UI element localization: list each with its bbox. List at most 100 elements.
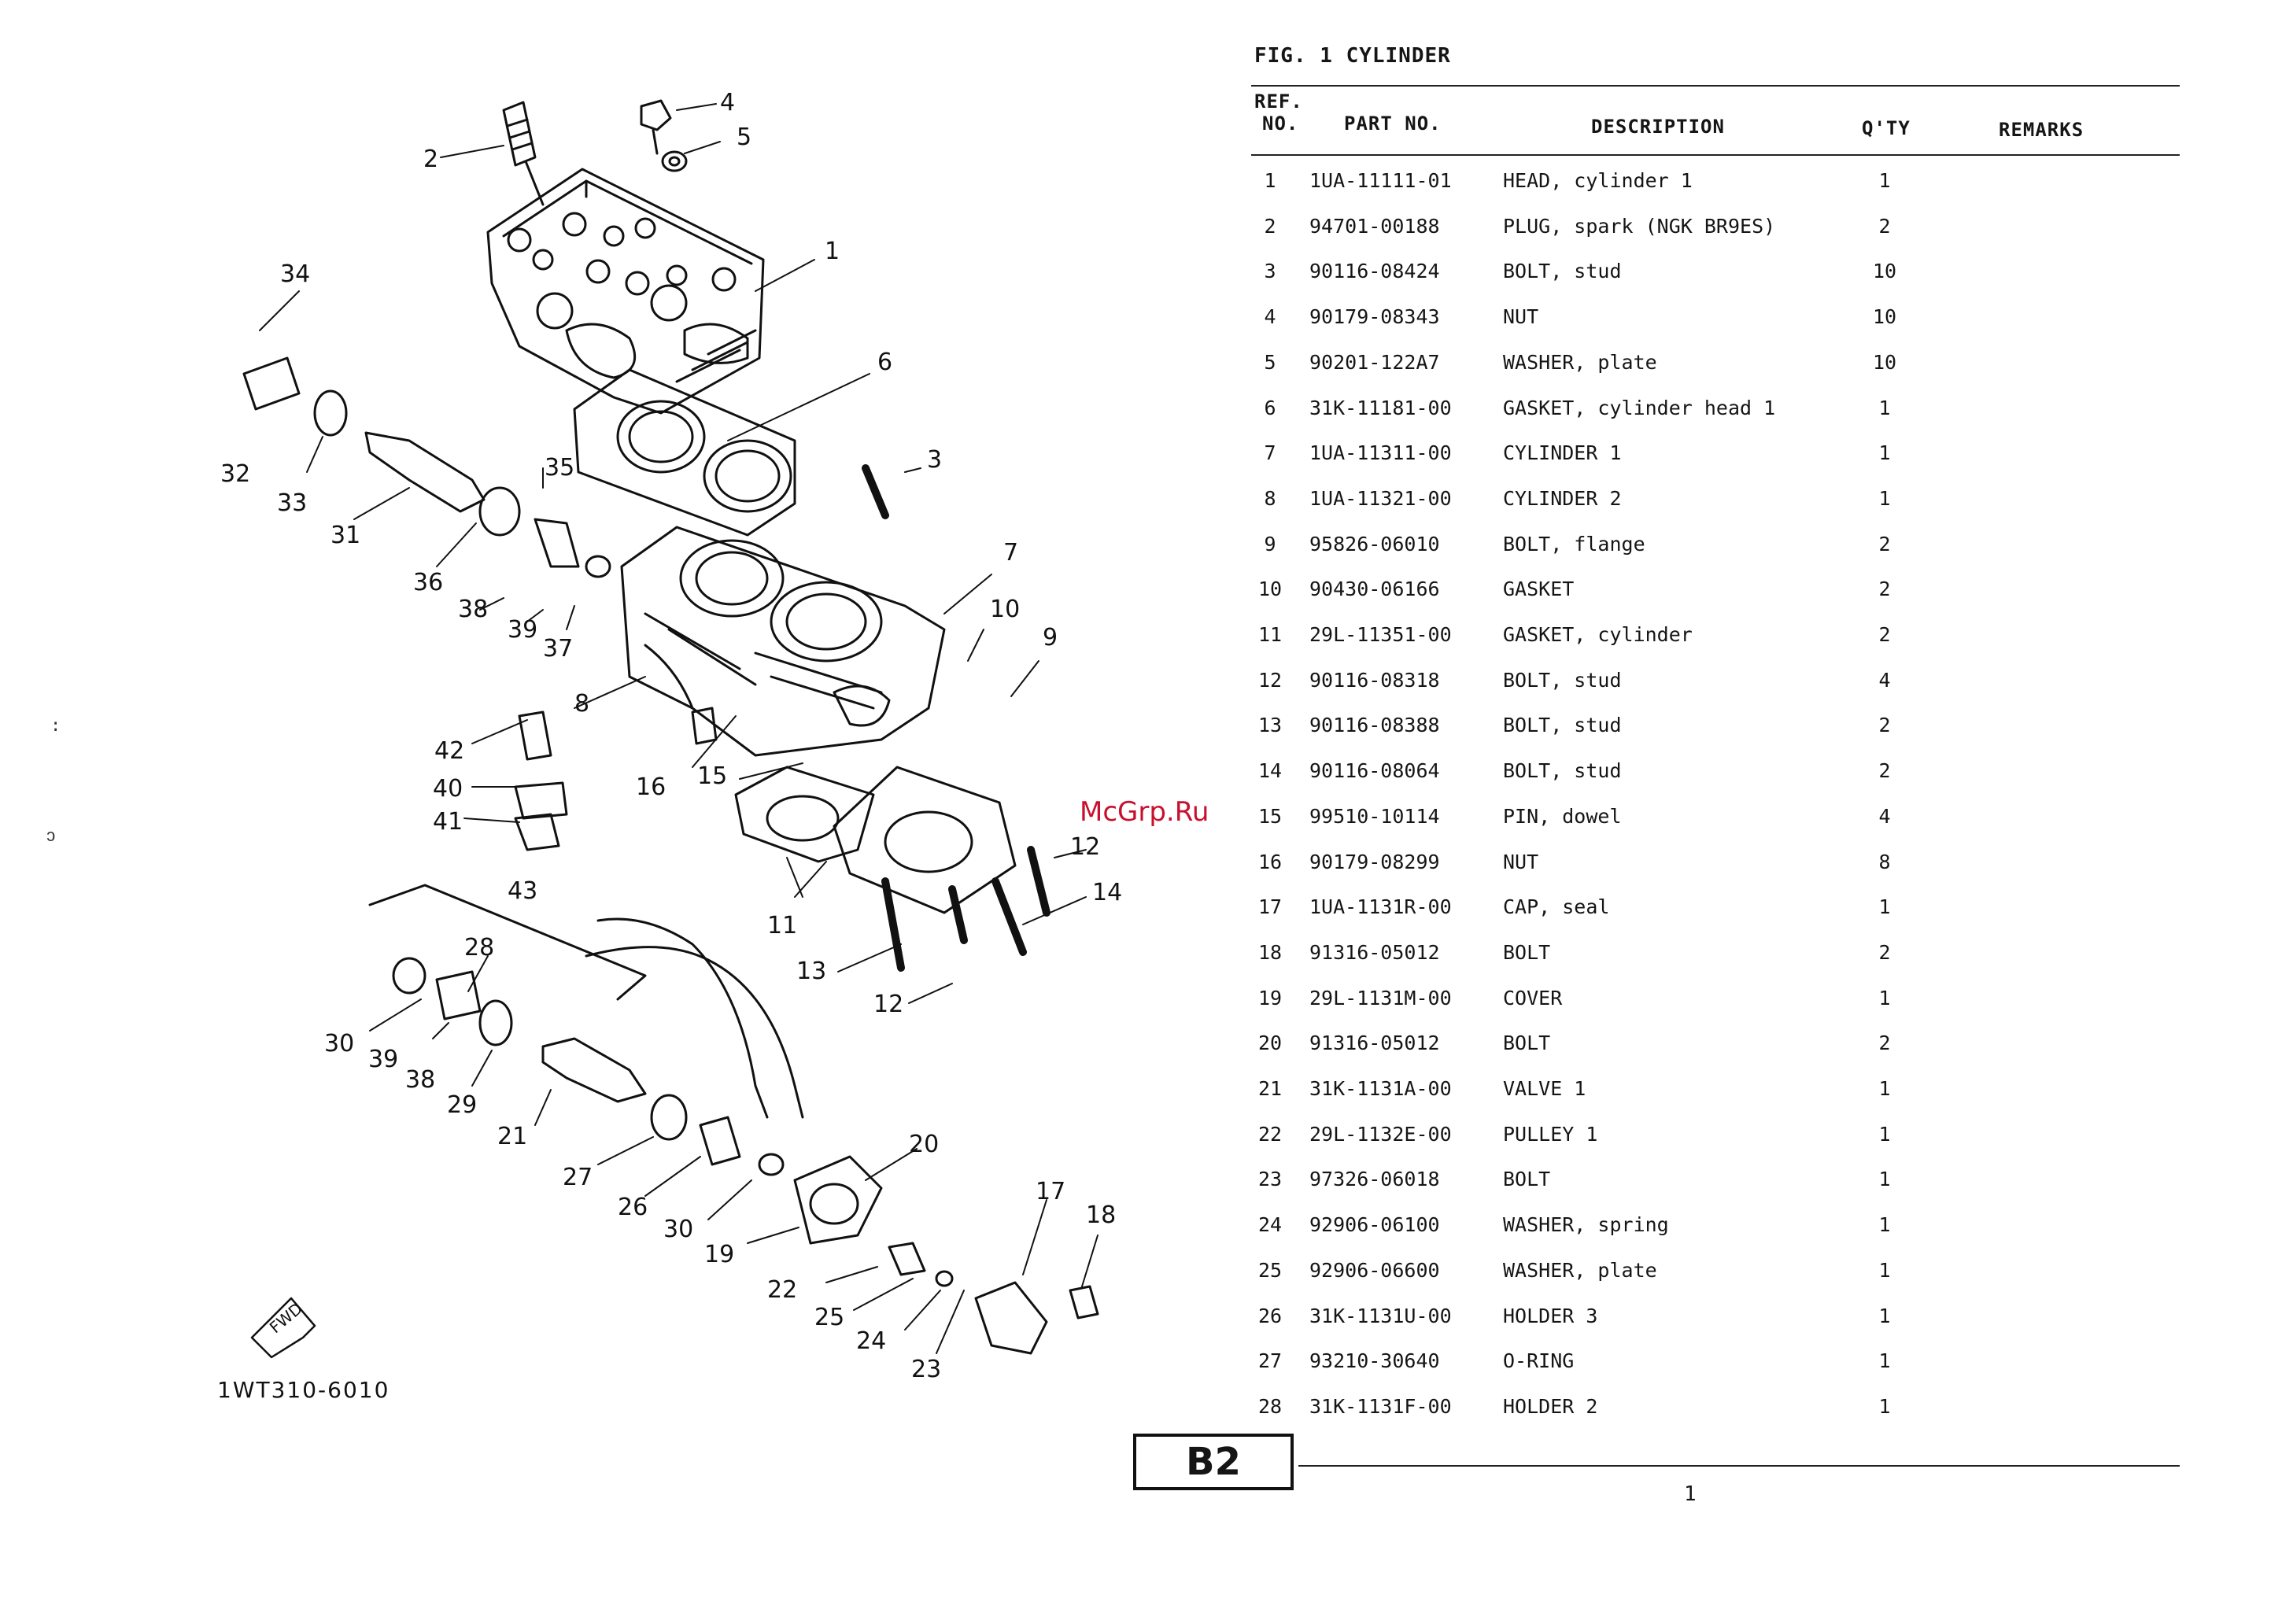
head-gasket-drawing — [573, 368, 796, 537]
cell-qty: 1 — [1878, 1349, 1891, 1373]
callout-12a: 12 — [1070, 833, 1101, 861]
cell-part-no: 29L-1132E-00 — [1309, 1122, 1452, 1146]
cell-qty: 2 — [1878, 623, 1891, 646]
cell-qty: 2 — [1878, 214, 1891, 238]
cell-qty: 2 — [1878, 714, 1891, 737]
cell-ref: 28 — [1257, 1394, 1283, 1418]
fwd-arrow-icon — [250, 1297, 316, 1359]
fig-title: FIG. 1 CYLINDER — [1254, 44, 1451, 68]
cell-qty: 1 — [1878, 986, 1891, 1009]
header-part-no: PART NO. — [1344, 113, 1442, 135]
header-rule-bottom — [1251, 154, 2180, 156]
cell-description: PLUG, spark (NGK BR9ES) — [1503, 214, 1776, 238]
cell-ref: 8 — [1264, 486, 1276, 510]
upper-valve-drawing — [242, 356, 611, 578]
callout-32: 32 — [220, 460, 251, 488]
drawing-code: 1WT310-6010 — [217, 1377, 390, 1403]
header-qty: Q'TY — [1862, 117, 1911, 139]
cell-description: BOLT, stud — [1503, 759, 1622, 783]
table-row: 11 29L-11351-00 GASKET, cylinder 2 — [1251, 623, 2180, 667]
cell-part-no: 90116-08064 — [1309, 759, 1440, 783]
callout-16: 16 — [636, 773, 666, 801]
cell-part-no: 92906-06600 — [1309, 1258, 1440, 1282]
cell-part-no: 90179-08343 — [1309, 305, 1440, 329]
cylinder-block-drawing — [620, 526, 946, 757]
cell-description: BOLT — [1503, 1168, 1551, 1191]
cell-ref: 26 — [1257, 1304, 1283, 1327]
footer-rule — [1298, 1465, 2180, 1467]
callout-21: 21 — [497, 1123, 528, 1150]
cell-description: HOLDER 3 — [1503, 1304, 1598, 1327]
cell-ref: 11 — [1257, 623, 1283, 646]
callout-19: 19 — [704, 1241, 735, 1268]
cell-part-no: 90116-08424 — [1309, 260, 1440, 283]
cell-ref: 21 — [1257, 1077, 1283, 1100]
callout-43: 43 — [508, 877, 538, 905]
cell-description: VALVE 1 — [1503, 1077, 1586, 1100]
cell-description: WASHER, plate — [1503, 350, 1657, 374]
cell-ref: 24 — [1257, 1213, 1283, 1237]
spark-plug-drawing — [502, 101, 545, 206]
base-gasket-drawing — [734, 766, 1017, 914]
cell-qty: 2 — [1878, 1032, 1891, 1055]
cell-description: O-RING — [1503, 1349, 1575, 1373]
cell-ref: 18 — [1257, 940, 1283, 964]
cell-qty: 10 — [1872, 305, 1897, 329]
cell-part-no: 90201-122A7 — [1309, 350, 1440, 374]
cell-part-no: 95826-06010 — [1309, 532, 1440, 555]
callout-38a: 38 — [458, 596, 489, 623]
section-label: B2 — [1186, 1440, 1241, 1484]
control-cable-drawing — [368, 884, 804, 1119]
callout-6: 6 — [877, 349, 893, 376]
cell-ref: 19 — [1257, 986, 1283, 1009]
cell-part-no: 1UA-11321-00 — [1309, 486, 1452, 510]
callout-26: 26 — [618, 1194, 648, 1221]
cell-description: PULLEY 1 — [1503, 1122, 1598, 1146]
table-row: 2 94701-00188 PLUG, spark (NGK BR9ES) 2 — [1251, 215, 2180, 259]
cell-qty: 1 — [1878, 396, 1891, 419]
cell-part-no: 94701-00188 — [1309, 214, 1440, 238]
cell-description: COVER — [1503, 986, 1563, 1009]
cell-part-no: 91316-05012 — [1309, 940, 1440, 964]
cell-description: BOLT — [1503, 940, 1551, 964]
cell-qty: 8 — [1878, 850, 1891, 873]
callout-18: 18 — [1086, 1201, 1117, 1229]
cell-qty: 1 — [1878, 895, 1891, 919]
callout-33: 33 — [277, 489, 308, 517]
callout-14: 14 — [1092, 879, 1123, 906]
callout-10: 10 — [990, 596, 1021, 623]
header-rule-top — [1251, 85, 2180, 87]
cell-ref: 16 — [1257, 850, 1283, 873]
callout-5: 5 — [737, 124, 752, 151]
cell-description: CAP, seal — [1503, 895, 1610, 919]
cell-qty: 1 — [1878, 1304, 1891, 1327]
cell-ref: 17 — [1257, 895, 1283, 919]
cell-part-no: 90430-06166 — [1309, 578, 1440, 601]
cell-part-no: 91316-05012 — [1309, 1032, 1440, 1055]
cell-description: GASKET, cylinder — [1503, 623, 1693, 646]
cell-ref: 10 — [1257, 578, 1283, 601]
header-ref: REF. — [1254, 90, 1303, 113]
header-no: NO. — [1262, 113, 1299, 135]
callout-11: 11 — [767, 912, 798, 939]
cell-qty: 10 — [1872, 350, 1897, 374]
cell-part-no: 29L-11351-00 — [1309, 623, 1452, 646]
cell-description: CYLINDER 2 — [1503, 486, 1622, 510]
cell-qty: 2 — [1878, 532, 1891, 555]
cell-ref: 2 — [1264, 214, 1276, 238]
cell-part-no: 29L-1131M-00 — [1309, 986, 1452, 1009]
callout-39a: 39 — [508, 616, 538, 644]
callout-25: 25 — [814, 1304, 845, 1331]
callout-39b: 39 — [368, 1046, 399, 1073]
callout-23: 23 — [911, 1356, 942, 1383]
